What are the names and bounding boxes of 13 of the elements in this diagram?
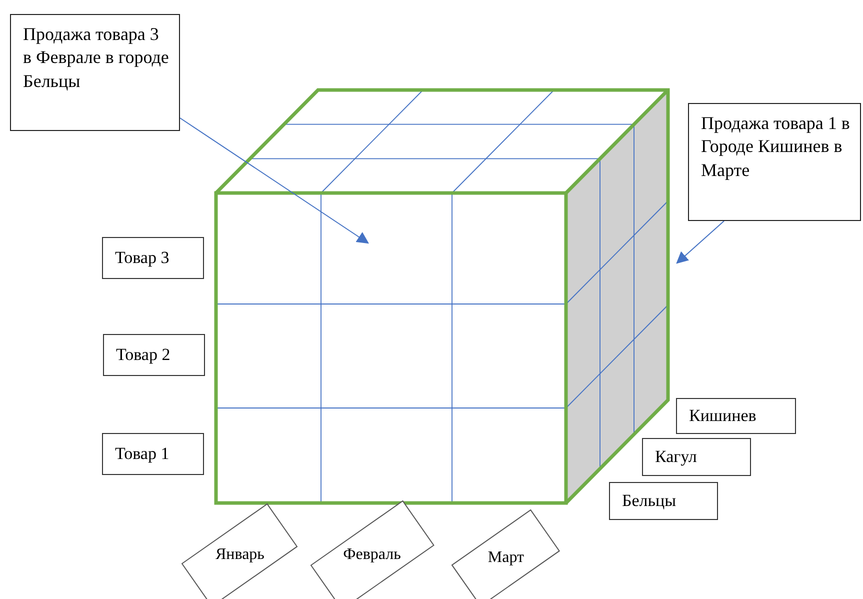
month-label: Март bbox=[488, 548, 524, 567]
axis-label-box: Кагул bbox=[642, 438, 751, 476]
axis-label-box: Товар 2 bbox=[103, 334, 205, 376]
leader-line bbox=[676, 220, 724, 264]
callout-box: Продажа товара 3 в Феврале в городе Бельцы bbox=[10, 14, 180, 131]
leader-line bbox=[180, 118, 369, 244]
month-label: Январь bbox=[216, 546, 264, 564]
callout-box: Продажа товара 1 в Городе Кишинев в Марте bbox=[688, 103, 861, 221]
axis-label-box: Кишинев bbox=[676, 398, 796, 434]
axis-label-box: Товар 3 bbox=[102, 237, 204, 279]
month-label: Февраль bbox=[343, 546, 401, 564]
axis-label-box: Бельцы bbox=[609, 482, 718, 520]
axis-label-box: Товар 1 bbox=[102, 433, 204, 475]
